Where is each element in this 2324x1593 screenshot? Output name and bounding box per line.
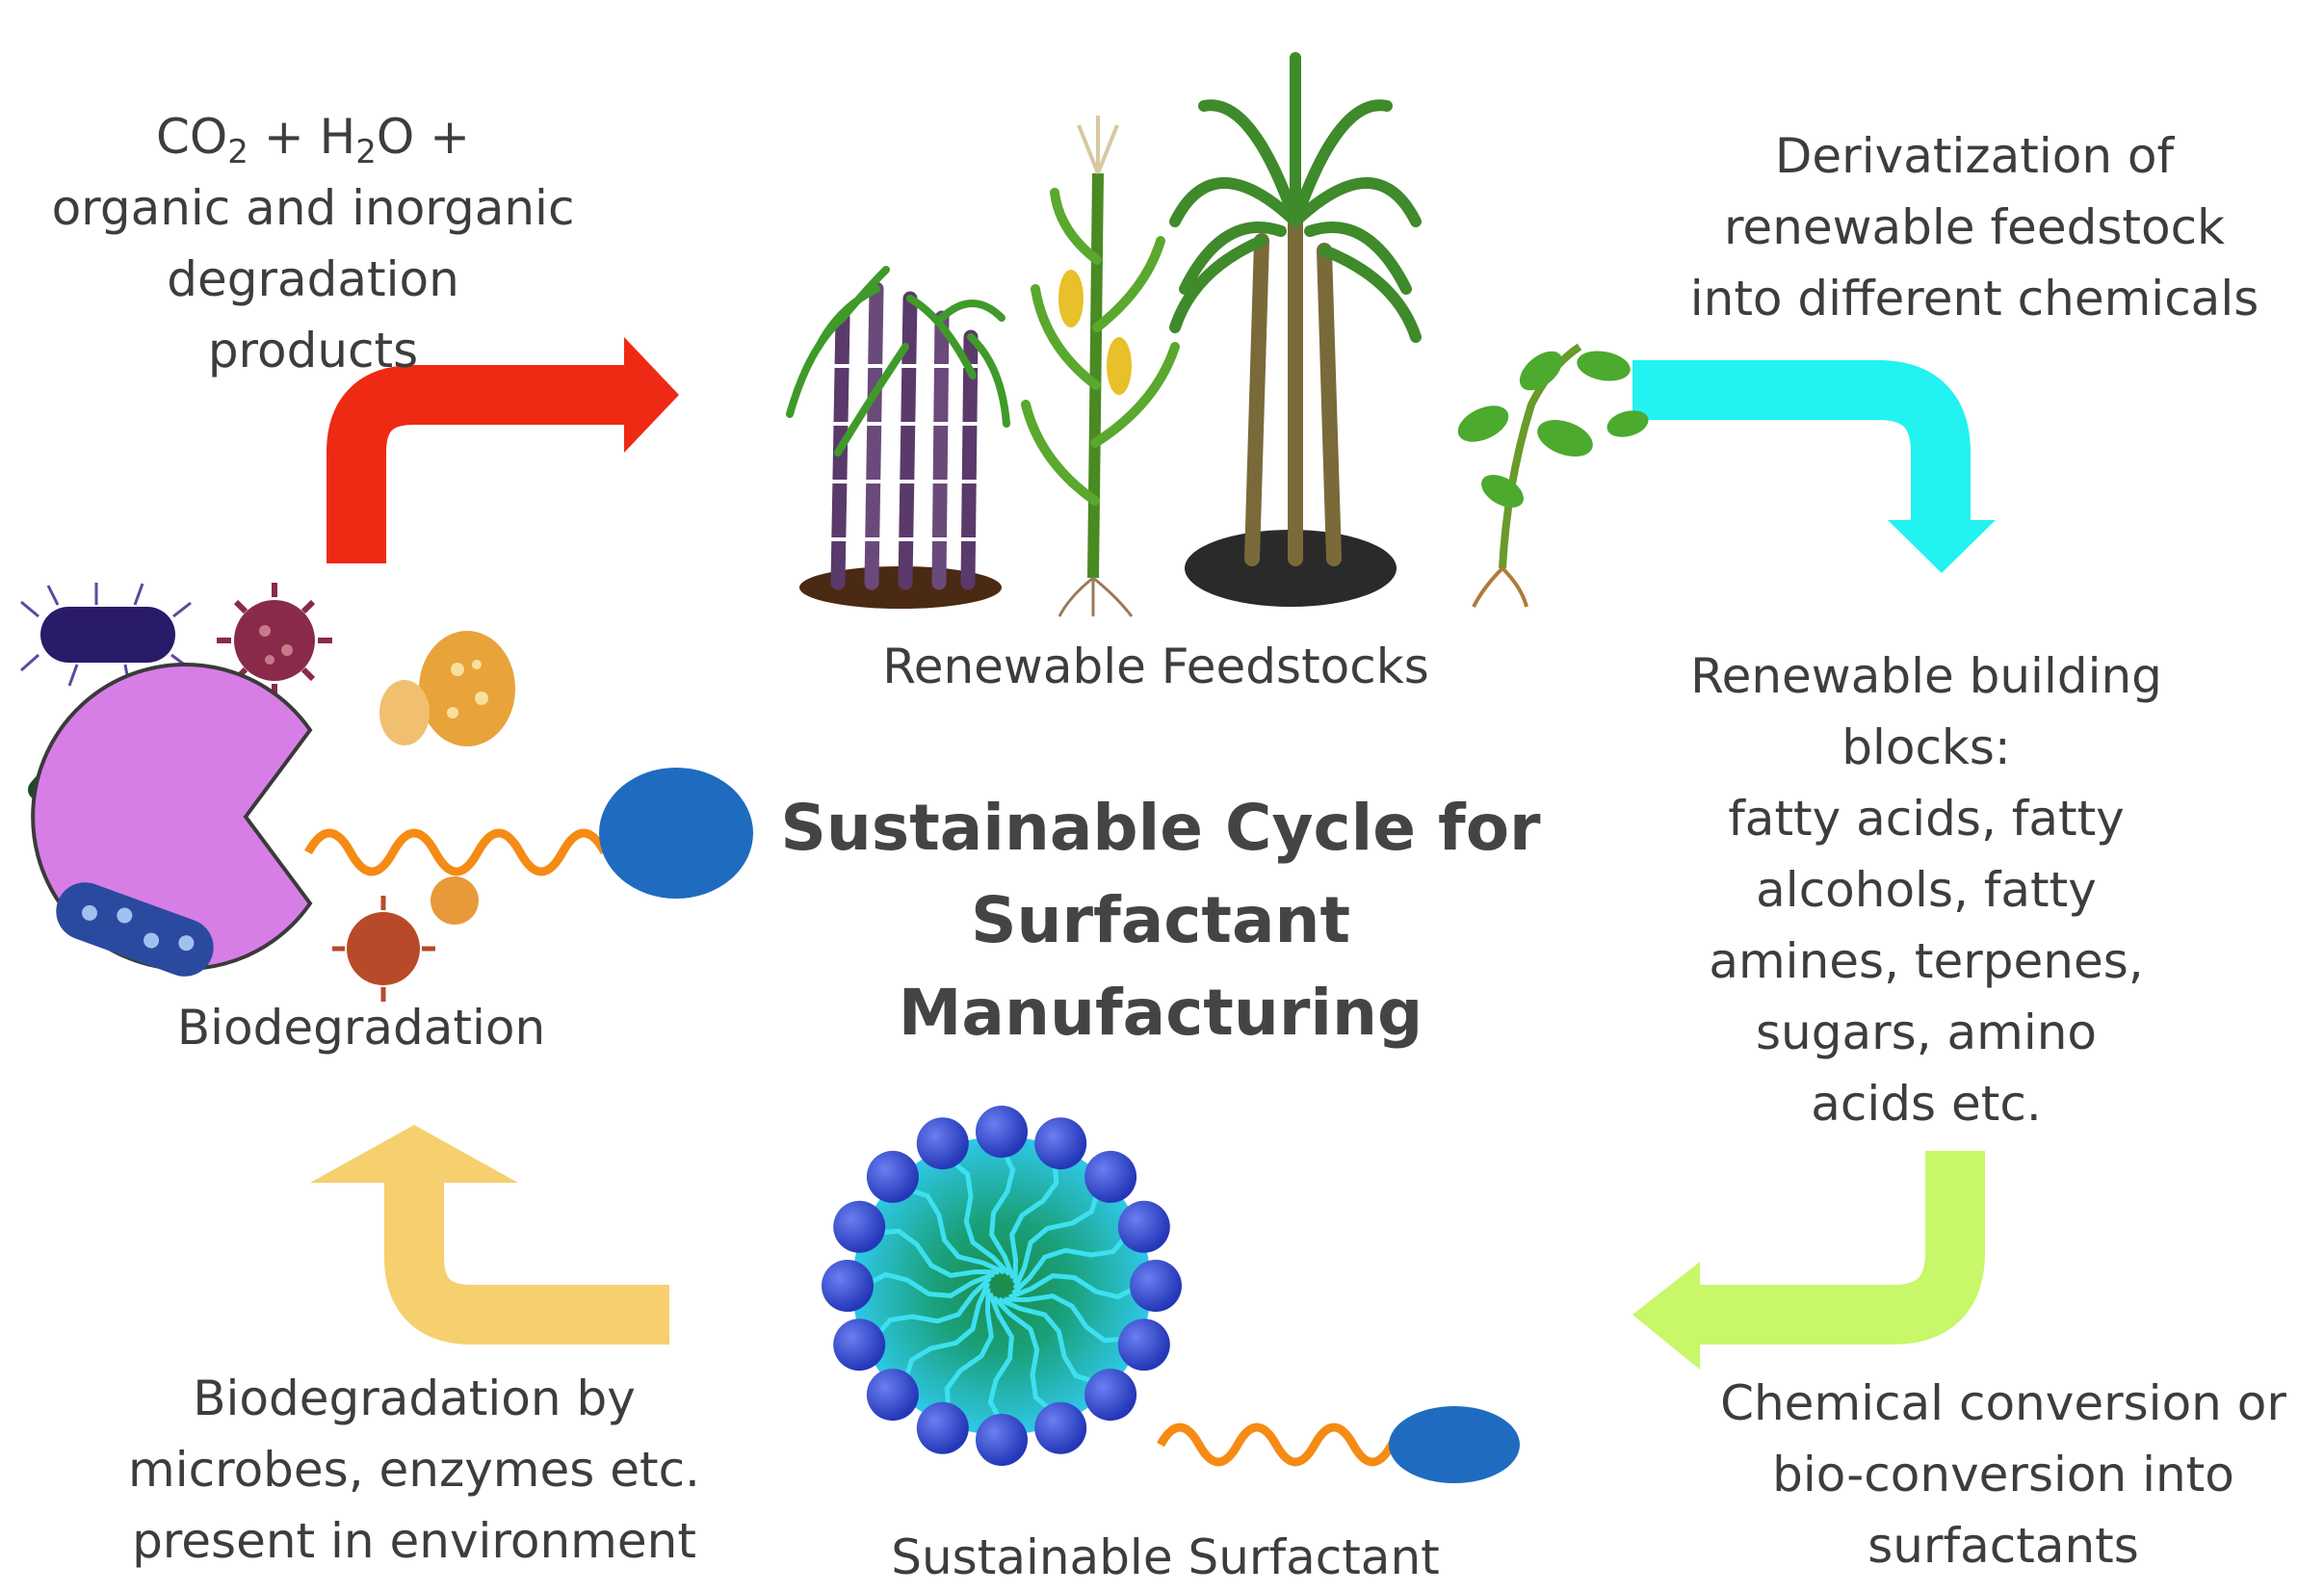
derivatization-line3: into different chemicals: [1689, 271, 2259, 326]
micelle-head: [1117, 1200, 1170, 1253]
micelle-head: [916, 1117, 969, 1170]
chemical-conversion-line1: Chemical conversion or: [1720, 1375, 2286, 1431]
building-blocks-line5: amines, terpenes,: [1709, 933, 2144, 989]
renewable-feedstocks-label: Renewable Feedstocks: [828, 631, 1483, 702]
micelle-head: [1084, 1369, 1137, 1422]
corn-plant-icon: [1021, 116, 1180, 617]
micelle-head: [976, 1414, 1028, 1466]
micelle-tail: [903, 1186, 1005, 1275]
arrow-yellow: [310, 1125, 669, 1345]
title-line3: Manufacturing: [898, 976, 1423, 1050]
micelle-tail: [862, 1271, 995, 1298]
chemical-conversion-line3: surfactants: [1867, 1518, 2139, 1574]
micelle-tail: [1012, 1188, 1102, 1290]
micelle-tail: [987, 1293, 1014, 1425]
micelle-head: [1130, 1260, 1182, 1312]
biodegradation-label: Biodegradation: [116, 992, 607, 1063]
micelle-icon: [822, 1106, 1182, 1466]
sugarcane-icon: [786, 266, 1010, 609]
micelle-tail: [1009, 1158, 1059, 1284]
micelle-head: [916, 1401, 969, 1454]
virus-small-icon: [332, 876, 479, 1002]
micelle-tail: [989, 1146, 1016, 1279]
micelle-head: [1034, 1117, 1087, 1170]
micelle-head: [866, 1369, 919, 1422]
micelle-tail: [1004, 1293, 1130, 1344]
protozoa-icon: [379, 631, 515, 746]
biodegradation-by-line1: Biodegradation by: [193, 1371, 636, 1426]
micelle-tail: [901, 1282, 991, 1384]
micelle-head: [1084, 1150, 1137, 1203]
micelle-tail: [992, 1295, 1057, 1416]
micelle-head: [1034, 1401, 1087, 1454]
degradation-products-label: CO2 + H2O + organic and inorganic degrad…: [39, 101, 588, 386]
chemical-conversion-label: Chemical conversion or bio-conversion in…: [1695, 1368, 2311, 1581]
arrow-green: [1632, 1151, 1985, 1370]
palm-tree-icon: [1169, 52, 1422, 607]
title-line2: Surfactant: [970, 883, 1351, 957]
bacillus-icon: [56, 882, 214, 977]
micelle-head: [976, 1106, 1028, 1158]
biodegradation-by-line2: microbes, enzymes etc.: [128, 1442, 700, 1498]
chemical-conversion-line2: bio-conversion into: [1772, 1447, 2234, 1502]
micelle-head: [833, 1200, 886, 1253]
sustainable-surfactant-label: Sustainable Surfactant: [819, 1522, 1512, 1593]
title-line1: Sustainable Cycle for: [780, 791, 1541, 865]
derivatization-line2: renewable feedstock: [1723, 199, 2226, 255]
derivatization-label: Derivatization of renewable feedstock in…: [1666, 120, 2283, 334]
building-blocks-line2: blocks:: [1841, 719, 2011, 775]
derivatization-line1: Derivatization of: [1774, 128, 2175, 184]
building-blocks-line3: fatty acids, fatty: [1728, 791, 2125, 847]
soybean-plant-icon: [1457, 343, 1649, 608]
renewable-feedstocks-text: Renewable Feedstocks: [882, 639, 1429, 694]
building-blocks-line6: sugars, amino: [1755, 1005, 2098, 1060]
micelle-head: [822, 1260, 874, 1312]
arrow-cyan: [1632, 360, 1996, 573]
building-blocks-line4: alcohols, fatty: [1756, 862, 2097, 918]
formula-line: CO2 + H2O +: [156, 109, 470, 171]
micelle-head: [866, 1150, 919, 1203]
building-blocks-label: Renewable building blocks: fatty acids, …: [1637, 640, 2215, 1139]
degradation-line4: products: [207, 323, 419, 379]
micelle-tail: [1008, 1273, 1141, 1300]
biodegradation-by-line3: present in environment: [132, 1513, 696, 1569]
building-blocks-line7: acids etc.: [1811, 1076, 2042, 1132]
micelle-tail: [872, 1276, 992, 1341]
micelle-tail: [944, 1288, 994, 1414]
virus-icon: [217, 583, 332, 698]
sustainable-surfactant-text: Sustainable Surfactant: [891, 1529, 1440, 1585]
degradation-line3: degradation: [167, 251, 459, 307]
micelle-tail: [1011, 1231, 1132, 1295]
surfactant-molecule-icon-left: [304, 768, 753, 899]
biodegradation-text: Biodegradation: [176, 1000, 546, 1056]
building-blocks-line1: Renewable building: [1690, 648, 2162, 704]
micelle-tail: [998, 1296, 1100, 1386]
micelle-tail: [874, 1228, 1000, 1278]
biodegradation-by-label: Biodegradation by microbes, enzymes etc.…: [96, 1363, 732, 1577]
micelle-head: [833, 1319, 886, 1371]
micelle-head: [1117, 1319, 1170, 1371]
surfactant-molecule-icon: [1157, 1406, 1520, 1483]
diagram-title: Sustainable Cycle for Surfactant Manufac…: [751, 782, 1570, 1059]
micelle-tail: [947, 1156, 1011, 1276]
degradation-line2: organic and inorganic: [51, 180, 575, 236]
arrow-red: [326, 337, 679, 563]
